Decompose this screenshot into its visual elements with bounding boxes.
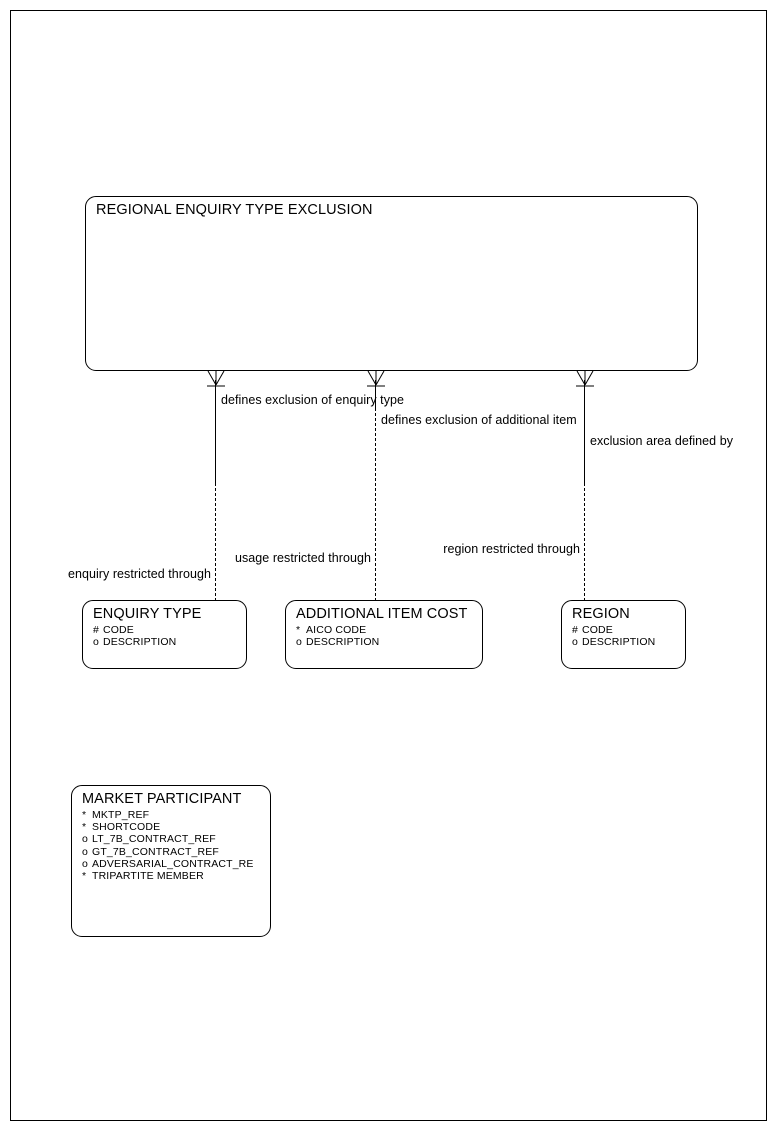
attribute-row: o DESCRIPTION	[572, 636, 655, 648]
attribute-row: * SHORTCODE	[82, 821, 254, 833]
attribute-label: AICO CODE	[306, 624, 367, 636]
attribute-mark: o	[82, 833, 88, 846]
attribute-label: TRIPARTITE MEMBER	[92, 870, 204, 883]
attribute-label: DESCRIPTION	[306, 636, 380, 649]
attribute-row: * TRIPARTITE MEMBER	[82, 870, 254, 882]
attribute-mark: *	[82, 821, 87, 834]
attribute-mark: o	[572, 636, 578, 649]
attribute-mark: *	[296, 624, 301, 636]
attribute-list: * AICO CODE o DESCRIPTION	[296, 624, 379, 648]
entity-region[interactable]: REGION # CODE o DESCRIPTION	[561, 600, 686, 669]
entity-enquiry-type[interactable]: ENQUIRY TYPE # CODE o DESCRIPTION	[82, 600, 247, 669]
entity-title: REGION	[572, 606, 630, 622]
relationship-line-enquiry-type-dashed	[215, 483, 216, 601]
attribute-row: # CODE	[93, 624, 176, 636]
attribute-mark: o	[82, 845, 88, 858]
relationship-line-region-solid	[584, 380, 585, 483]
attribute-label: DESCRIPTION	[582, 636, 656, 649]
crowsfoot-icon-additional-item-cost	[367, 370, 385, 387]
attribute-label: GT_7B_CONTRACT_REF	[92, 845, 219, 858]
attribute-mark: o	[93, 636, 99, 649]
relationship-line-enquiry-type-solid	[215, 380, 216, 483]
relationship-line-additional-item-dashed	[375, 408, 376, 601]
attribute-row: o GT_7B_CONTRACT_REF	[82, 846, 254, 858]
attribute-label: DESCRIPTION	[103, 636, 177, 649]
attribute-mark: *	[82, 870, 87, 883]
attribute-row: * AICO CODE	[296, 624, 379, 636]
attribute-row: o ADVERSARIAL_CONTRACT_RE	[82, 858, 254, 870]
attribute-row: # CODE	[572, 624, 655, 636]
entity-regional-enquiry-type-exclusion[interactable]: REGIONAL ENQUIRY TYPE EXCLUSION	[85, 196, 698, 371]
relationship-label-usage-restricted-through: usage restricted through	[234, 551, 371, 565]
attribute-label: MKTP_REF	[92, 809, 150, 821]
page-border	[10, 10, 767, 1121]
attribute-mark: #	[572, 624, 578, 636]
attribute-mark: #	[93, 624, 99, 636]
attribute-label: CODE	[582, 624, 613, 636]
attribute-label: LT_7B_CONTRACT_REF	[92, 833, 216, 846]
attribute-list: # CODE o DESCRIPTION	[93, 624, 176, 648]
entity-title: ADDITIONAL ITEM COST	[296, 606, 468, 622]
attribute-row: * MKTP_REF	[82, 809, 254, 821]
entity-additional-item-cost[interactable]: ADDITIONAL ITEM COST * AICO CODE o DESCRIP…	[285, 600, 483, 669]
crowsfoot-icon-enquiry-type	[207, 370, 225, 387]
relationship-label-exclusion-area-defined-by: exclusion area defined by	[590, 434, 734, 448]
entity-title: ENQUIRY TYPE	[93, 606, 202, 622]
crowsfoot-icon-region	[576, 370, 594, 387]
attribute-mark: o	[296, 636, 302, 649]
attribute-mark: o	[82, 857, 88, 870]
entity-title: MARKET PARTICIPANT	[82, 791, 242, 807]
entity-market-participant[interactable]: MARKET PARTICIPANT * MKTP_REF * SHORTCODE …	[71, 785, 271, 937]
attribute-list: * MKTP_REF * SHORTCODE o LT_7B_CONTRACT_REF…	[82, 809, 254, 882]
relationship-label-defines-exclusion-of-enquiry-type: defines exclusion of enquiry type	[221, 393, 405, 407]
attribute-row: o DESCRIPTION	[296, 636, 379, 648]
entity-title: REGIONAL ENQUIRY TYPE EXCLUSION	[96, 202, 373, 218]
relationship-label-defines-exclusion-of-additional-item: defines exclusion of additional item	[381, 413, 577, 427]
relationship-label-region-restricted-through: region restricted through	[443, 542, 580, 556]
attribute-label: CODE	[103, 624, 134, 636]
attribute-row: o DESCRIPTION	[93, 636, 176, 648]
attribute-row: o LT_7B_CONTRACT_REF	[82, 833, 254, 845]
attribute-label: ADVERSARIAL_CONTRACT_RE	[92, 857, 254, 870]
relationship-label-enquiry-restricted-through: enquiry restricted through	[67, 567, 211, 581]
attribute-mark: *	[82, 809, 87, 821]
attribute-label: SHORTCODE	[92, 821, 161, 834]
attribute-list: # CODE o DESCRIPTION	[572, 624, 655, 648]
relationship-line-additional-item-solid	[375, 380, 376, 408]
relationship-line-region-dashed	[584, 483, 585, 601]
